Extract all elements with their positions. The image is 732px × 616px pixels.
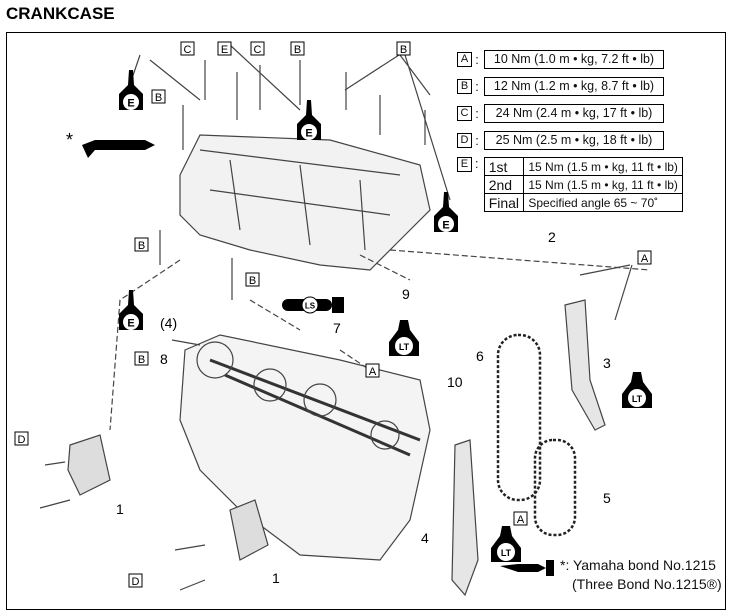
torque-callouts: C E C B B B B B B D D A A A — [14, 41, 652, 588]
torque-value: 25 Nm (2.5 m • kg, 18 ft • lb) — [484, 131, 664, 150]
svg-text:B: B — [138, 354, 145, 366]
engine-oil-icon: E — [297, 100, 321, 140]
torque-row-b: B:12 Nm (1.2 m • kg, 8.7 ft • lb) — [457, 77, 664, 96]
torque-row-d: D:25 Nm (2.5 m • kg, 18 ft • lb) — [457, 131, 664, 150]
svg-text:C: C — [184, 44, 192, 56]
colon: : — [475, 52, 479, 67]
callout-c: C — [180, 41, 195, 56]
svg-text:LT: LT — [632, 394, 643, 404]
step-label: 2nd — [483, 175, 525, 194]
callout-a: A — [365, 363, 380, 378]
svg-text:E: E — [127, 318, 134, 330]
crankcase-drawing — [39, 44, 651, 597]
svg-text:A: A — [517, 514, 525, 526]
page-title: CRANKCASE — [6, 4, 115, 23]
svg-text:E: E — [127, 98, 134, 110]
sealant-tube-icon: * — [66, 130, 554, 576]
svg-text:LT: LT — [399, 342, 410, 352]
svg-text:D: D — [18, 434, 26, 446]
svg-text:*: * — [66, 130, 73, 150]
part-number: 9 — [402, 286, 410, 302]
letter-box: C — [457, 106, 472, 121]
part-number: 4 — [421, 530, 429, 546]
diagram-frame — [6, 32, 726, 610]
step-label: Final — [483, 193, 525, 212]
callout-c: C — [250, 41, 265, 56]
torque-row-c: C:24 Nm (2.4 m • kg, 17 ft • lb) — [457, 104, 664, 123]
part-number: 10 — [447, 374, 463, 390]
colon: : — [475, 133, 479, 148]
callout-b: B — [151, 89, 166, 104]
letter-box: B — [457, 79, 472, 94]
svg-text:A: A — [641, 253, 649, 265]
svg-text:C: C — [254, 44, 262, 56]
svg-text:A: A — [369, 366, 377, 378]
engine-oil-icon: E — [119, 70, 143, 110]
engine-oil-icon: E — [434, 192, 458, 232]
svg-text:B: B — [294, 44, 301, 56]
letter-box: E — [457, 157, 472, 172]
callout-b: B — [134, 237, 149, 252]
part-number: 6 — [476, 348, 484, 364]
svg-text:E: E — [305, 128, 312, 140]
engine-oil-icons: E E E E — [119, 70, 458, 330]
svg-text:D: D — [132, 576, 140, 588]
callout-b: B — [290, 41, 305, 56]
part-number: 1 — [272, 570, 280, 586]
sealant-note: *: Yamaha bond No.1215 (Three Bond No.12… — [560, 556, 722, 594]
letter-box: A — [457, 52, 472, 67]
colon: : — [474, 157, 479, 171]
torque-value: 10 Nm (1.0 m • kg, 7.2 ft • lb) — [484, 50, 664, 69]
svg-text:B: B — [249, 275, 256, 287]
step-label: 1st — [483, 157, 525, 176]
locking-agent-icons: LT LT LT — [389, 320, 652, 562]
part-number: 1 — [116, 501, 124, 517]
lithium-grease-icon: LS — [282, 296, 344, 314]
colon: : — [475, 106, 479, 121]
colon: : — [475, 79, 479, 94]
torque-value: 12 Nm (1.2 m • kg, 8.7 ft • lb) — [484, 77, 664, 96]
locking-agent-icon: LT — [491, 526, 521, 562]
part-numbers: 2 9 7 (4) 8 6 3 10 1 1 5 4 — [116, 229, 611, 586]
step-value: Specified angle 65 ~ 70˚ — [523, 193, 683, 212]
svg-text:E: E — [442, 220, 449, 232]
step-value: 15 Nm (1.5 m • kg, 11 ft • lb) — [523, 175, 683, 194]
part-number: 8 — [160, 351, 168, 367]
part-number: 5 — [603, 490, 611, 506]
callout-e: E — [217, 41, 232, 56]
svg-text:B: B — [138, 240, 145, 252]
callout-b: B — [396, 41, 411, 56]
note-line-1: *: Yamaha bond No.1215 — [560, 557, 716, 573]
locking-agent-icon: LT — [622, 372, 652, 408]
callout-b: B — [134, 351, 149, 366]
part-number: 2 — [548, 229, 556, 245]
letter-box: D — [457, 133, 472, 148]
locking-agent-icon: LT — [389, 320, 419, 356]
svg-text:LS: LS — [305, 302, 316, 311]
torque-value: 24 Nm (2.4 m • kg, 17 ft • lb) — [484, 104, 664, 123]
torque-row-a: A:10 Nm (1.0 m • kg, 7.2 ft • lb) — [457, 50, 664, 69]
callout-a: A — [513, 511, 528, 526]
part-number: (4) — [160, 315, 177, 331]
callout-d: D — [128, 573, 143, 588]
note-line-2: (Three Bond No.1215®) — [572, 576, 722, 592]
callout-b: B — [245, 272, 260, 287]
part-number: 3 — [603, 355, 611, 371]
svg-text:B: B — [400, 44, 407, 56]
svg-text:E: E — [221, 44, 228, 56]
callout-d: D — [14, 431, 29, 446]
engine-oil-icon: E — [119, 290, 143, 330]
step-value: 15 Nm (1.5 m • kg, 11 ft • lb) — [523, 157, 683, 176]
part-number: 7 — [333, 320, 341, 336]
svg-text:B: B — [155, 92, 162, 104]
svg-text:LT: LT — [501, 548, 512, 558]
callout-a: A — [637, 250, 652, 265]
